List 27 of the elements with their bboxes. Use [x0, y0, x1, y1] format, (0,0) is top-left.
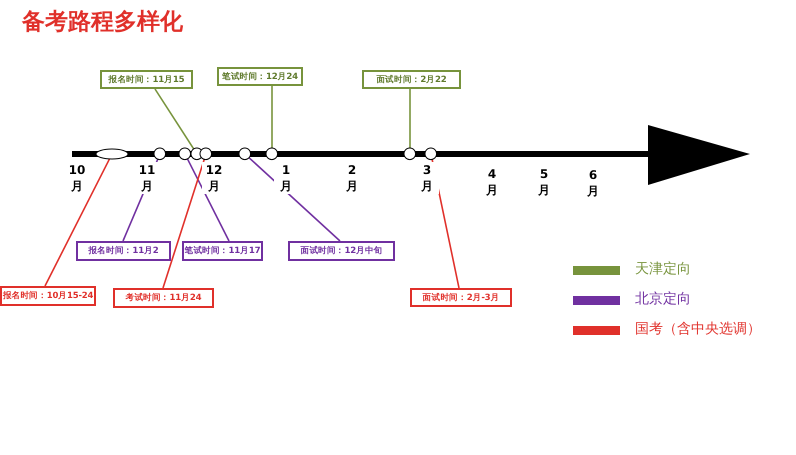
leader-line [162, 159, 205, 288]
leader-line [409, 89, 411, 148]
timeline-circle [265, 147, 279, 161]
timeline-circle [238, 147, 252, 161]
date-box: 笔试时间：11月17 [182, 241, 263, 261]
timeline-circle [424, 147, 438, 161]
date-box: 笔试时间：12月24 [217, 67, 303, 86]
legend-label: 国考（含中央选调） [635, 320, 761, 338]
date-box: 报名时间：11月15 [100, 70, 193, 89]
legend-label: 天津定向 [635, 260, 691, 278]
leader-line [186, 158, 230, 242]
title: 备考路程多样化 [22, 8, 183, 37]
legend-label: 北京定向 [635, 290, 691, 308]
timeline-circle [153, 147, 167, 161]
leader-line [271, 86, 273, 148]
timeline-circle [199, 147, 213, 161]
leader-line [44, 158, 110, 286]
leader-line [154, 88, 195, 150]
timeline-ellipse [95, 148, 129, 160]
date-box: 面试时间：2月-3月 [410, 288, 512, 307]
timeline-circle [178, 147, 192, 161]
timeline-circle [403, 147, 417, 161]
date-box: 报名时间：11月2 [76, 241, 171, 261]
date-box: 报名时间：10月15-24 [0, 286, 96, 306]
date-box: 考试时间：11月24 [113, 288, 214, 308]
date-box: 面试时间：12月中旬 [288, 241, 395, 261]
date-box: 面试时间：2月22 [362, 70, 461, 89]
